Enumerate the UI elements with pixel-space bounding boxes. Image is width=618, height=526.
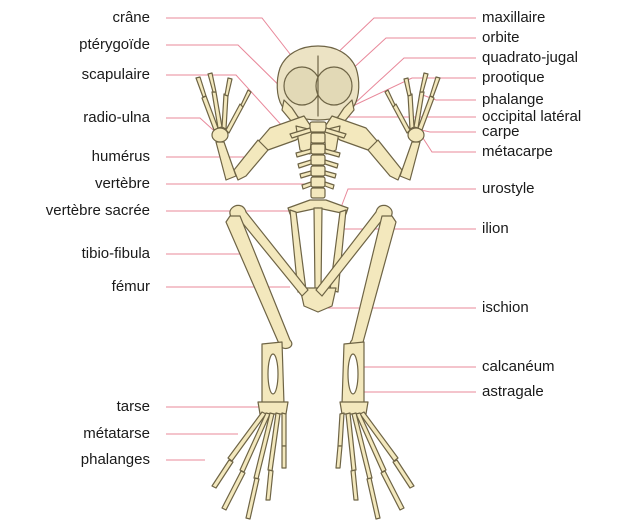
transverse-process-10 [325,182,334,189]
right-toe-5 [336,446,342,468]
skull [277,46,359,122]
left-metatarsal-5 [282,413,286,446]
left-finger-2 [208,73,216,92]
label-prootique: prootique [482,70,545,86]
left-orbit [284,67,320,105]
right-metatarsal-5 [338,413,344,446]
label-quadrato-jugal: quadrato-jugal [482,50,578,66]
label-crane: crâne [112,10,150,26]
left-metacarpal-4 [226,104,243,133]
vertebra-1 [310,122,326,132]
label-ischion: ischion [482,300,529,316]
right-toe-1 [393,460,414,488]
urostyle-bone [314,208,322,290]
right-arm [368,73,440,180]
left-tarsal-gap [268,354,278,394]
right-humerus [368,140,402,180]
vertebra-2 [311,133,325,143]
left-finger-1 [196,77,206,97]
label-maxillaire: maxillaire [482,10,545,26]
left-radio-ulna [216,142,236,180]
leader-line-urostyle [340,189,476,210]
leader-line-maxillaire [330,18,476,60]
vertebra-4 [311,155,325,165]
right-finger-2 [420,73,428,92]
label-tibio-fibula: tibio-fibula [82,246,150,262]
right-finger-1 [430,77,440,97]
transverse-process-9 [302,182,311,189]
right-toe-3 [367,478,380,519]
right-toe-4 [351,470,358,500]
right-metacarpal-4 [393,104,410,133]
label-tarse: tarse [117,399,150,415]
transverse-process-6 [325,160,338,168]
label-femur: fémur [112,279,150,295]
left-toe-2 [222,471,245,510]
label-humerus: humérus [92,149,150,165]
skeleton [196,46,440,519]
label-vertebre-sacree: vertèbre sacrée [46,203,150,219]
transverse-process-5 [298,160,311,168]
vertebra-5 [311,166,325,176]
left-finger-4 [241,90,251,107]
label-carpe: carpe [482,124,520,140]
label-vertebre: vertèbre [95,176,150,192]
right-leg [316,205,414,519]
right-orbit [316,67,352,105]
label-orbite: orbite [482,30,520,46]
vertebra-3 [311,144,325,154]
transverse-process-7 [300,171,311,178]
transverse-process-8 [325,171,336,178]
left-toe-1 [212,460,233,488]
left-finger-3 [225,78,232,96]
right-radio-ulna [400,142,420,180]
right-finger-3 [404,78,411,96]
label-pterygoide: ptérygoïde [79,37,150,53]
label-metacarpe: métacarpe [482,144,553,160]
label-phalange: phalange [482,92,544,108]
label-urostyle: urostyle [482,181,535,197]
left-toe-5 [282,446,286,468]
left-metacarpal-3 [222,94,228,129]
label-scapulaire: scapulaire [82,67,150,83]
label-phalanges: phalanges [81,452,150,468]
label-radio-ulna: radio-ulna [83,110,150,126]
left-toe-3 [246,478,259,519]
vertebra-7 [311,188,325,198]
left-toe-4 [266,470,273,500]
label-ilion: ilion [482,221,509,237]
right-toe-2 [381,471,404,510]
left-arm [196,73,268,180]
right-tarsal-gap [348,354,358,394]
left-humerus [234,140,268,180]
vertebra-6 [311,177,325,187]
label-astragale: astragale [482,384,544,400]
right-metacarpal-3 [408,94,414,129]
label-metatarse: métatarse [83,426,150,442]
label-calcaneum: calcanéum [482,359,555,375]
right-finger-4 [385,90,395,107]
